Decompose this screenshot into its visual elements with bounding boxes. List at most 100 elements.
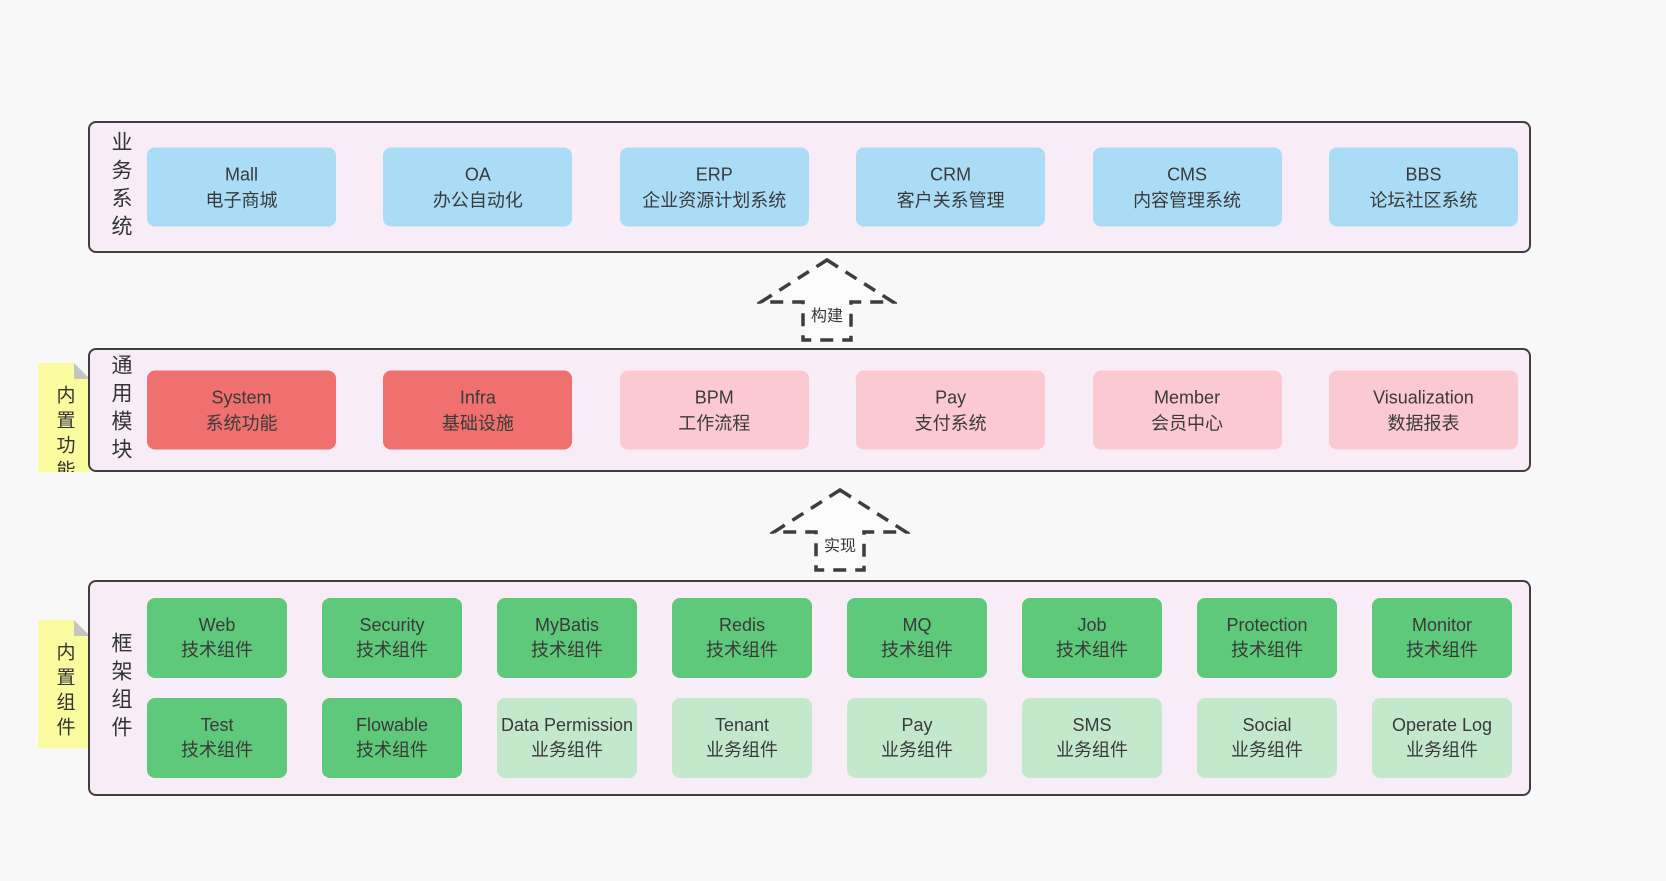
box-subtitle: 电子商城	[205, 190, 278, 210]
box-title: Security	[359, 615, 425, 635]
box-subtitle: 技术组件	[356, 740, 428, 760]
panel-framework-label: 框架组件	[109, 632, 132, 744]
box-subtitle: 技术组件	[881, 640, 953, 660]
box-subtitle: 业务组件	[706, 740, 778, 760]
tag-built-in-components-label: 内置组件	[53, 642, 75, 742]
box-mybatis: MyBatis 技术组件	[497, 598, 637, 678]
box-subtitle: 论坛社区系统	[1369, 190, 1478, 210]
box-subtitle: 技术组件	[1406, 640, 1478, 660]
box-subtitle: 支付系统	[914, 413, 987, 433]
box-title: Pay	[901, 715, 933, 735]
box-title: Visualization	[1373, 387, 1474, 407]
box-title: Redis	[718, 615, 766, 635]
box-subtitle: 内容管理系统	[1133, 190, 1242, 210]
box-subtitle: 会员中心	[1151, 413, 1224, 433]
box-operate-log: Operate Log 业务组件	[1372, 698, 1512, 778]
tag-built-in-components: 内置组件	[38, 620, 90, 748]
box-subtitle: 技术组件	[356, 640, 428, 660]
box-bbs: BBS 论坛社区系统	[1328, 147, 1518, 227]
box-tenant: Tenant 业务组件	[672, 698, 812, 778]
box-redis: Redis 技术组件	[672, 598, 812, 678]
box-title: Infra	[459, 387, 496, 407]
box-infra: Infra 基础设施	[383, 370, 573, 450]
box-mq: MQ 技术组件	[847, 598, 987, 678]
box-title: Job	[1077, 615, 1107, 635]
box-title: CMS	[1167, 164, 1208, 184]
box-flowable: Flowable 技术组件	[322, 698, 462, 778]
box-title: Operate Log	[1391, 715, 1493, 735]
box-subtitle: 技术组件	[181, 740, 253, 760]
box-title: OA	[464, 164, 491, 184]
box-member: Member 会员中心	[1092, 370, 1282, 450]
tag-built-in-functions-label: 内置功能	[53, 385, 75, 485]
box-subtitle: 企业资源计划系统	[642, 190, 787, 210]
box-subtitle: 业务组件	[881, 740, 953, 760]
up-arrow-icon	[770, 487, 910, 572]
box-title: Pay	[935, 387, 967, 407]
box-subtitle: 业务组件	[531, 740, 603, 760]
box-subtitle: 技术组件	[1231, 640, 1303, 660]
box-title: Protection	[1226, 615, 1308, 635]
box-security: Security 技术组件	[322, 598, 462, 678]
box-title: Test	[200, 715, 234, 735]
box-oa: OA 办公自动化	[383, 147, 573, 227]
box-system: System 系统功能	[147, 370, 336, 450]
box-subtitle: 业务组件	[1056, 740, 1128, 760]
box-title: Member	[1154, 387, 1221, 407]
box-subtitle: 技术组件	[706, 640, 778, 660]
box-title: ERP	[695, 164, 733, 184]
arrow-build: 构建	[757, 256, 897, 344]
box-pay: Pay 支付系统	[856, 370, 1046, 450]
box-subtitle: 基础设施	[441, 413, 514, 433]
box-subtitle: 技术组件	[181, 640, 253, 660]
arrow-build-label: 构建	[808, 302, 846, 326]
box-crm: CRM 客户关系管理	[856, 147, 1046, 227]
box-title: Web	[198, 615, 236, 635]
box-sms: SMS 业务组件	[1022, 698, 1162, 778]
arrow-implement: 实现	[770, 486, 910, 574]
box-title: MQ	[902, 615, 932, 635]
box-title: Data Permission	[500, 715, 634, 735]
box-job: Job 技术组件	[1022, 598, 1162, 678]
box-title: System	[211, 387, 272, 407]
box-erp: ERP 企业资源计划系统	[619, 147, 809, 227]
box-title: MyBatis	[534, 615, 599, 635]
box-subtitle: 技术组件	[1056, 640, 1128, 660]
box-subtitle: 技术组件	[531, 640, 603, 660]
box-title: Tenant	[714, 715, 770, 735]
panel-common-label: 通用模块	[109, 354, 132, 466]
tag-built-in-functions: 内置功能	[38, 363, 90, 472]
box-subtitle: 系统功能	[205, 413, 278, 433]
box-title: Monitor	[1411, 615, 1473, 635]
box-data-permission: Data Permission 业务组件	[497, 698, 637, 778]
box-protection: Protection 技术组件	[1197, 598, 1337, 678]
panel-business-label: 业务系统	[109, 131, 132, 243]
box-title: Social	[1242, 715, 1292, 735]
arrow-implement-label: 实现	[821, 532, 859, 556]
box-subtitle: 业务组件	[1231, 740, 1303, 760]
box-monitor: Monitor 技术组件	[1372, 598, 1512, 678]
box-subtitle: 客户关系管理	[896, 190, 1005, 210]
box-social: Social 业务组件	[1197, 698, 1337, 778]
box-web: Web 技术组件	[147, 598, 287, 678]
box-test: Test 技术组件	[147, 698, 287, 778]
box-title: Mall	[224, 164, 258, 184]
panel-business-systems: 业务系统 Mall 电子商城 OA 办公自动化 ERP 企业资源计划系统 CRM 客户关系管理…	[88, 121, 1531, 253]
box-subtitle: 数据报表	[1387, 413, 1460, 433]
box-mall: Mall 电子商城	[147, 147, 336, 227]
box-subtitle: 工作流程	[678, 413, 751, 433]
box-subtitle: 业务组件	[1406, 740, 1478, 760]
box-visualization: Visualization 数据报表	[1328, 370, 1518, 450]
box-title: BBS	[1405, 164, 1442, 184]
box-title: SMS	[1072, 715, 1112, 735]
box-title: Flowable	[355, 715, 429, 735]
box-pay: Pay 业务组件	[847, 698, 987, 778]
box-cms: CMS 内容管理系统	[1092, 147, 1282, 227]
box-subtitle: 办公自动化	[432, 190, 523, 210]
box-title: CRM	[930, 164, 972, 184]
